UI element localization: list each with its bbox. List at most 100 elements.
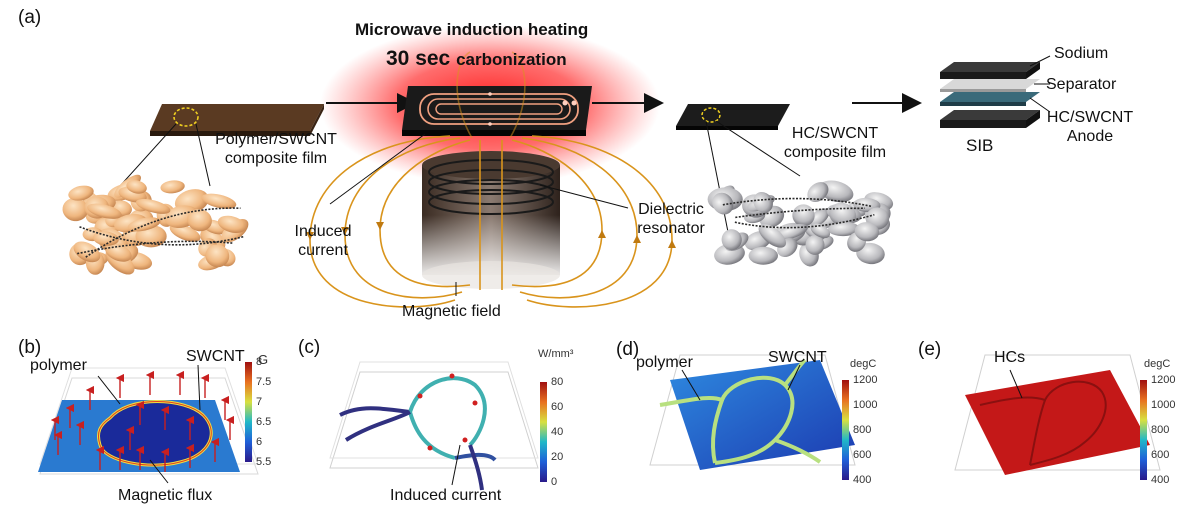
panel-b-tick: 7.5 (256, 376, 272, 388)
panel-b-graphic (38, 367, 259, 475)
sodium-label: Sodium (1054, 45, 1109, 62)
particle (126, 180, 147, 194)
panel-e-tick: 600 (1151, 449, 1170, 461)
panel-e-unit: degC (1144, 358, 1171, 370)
panel-c-tick: 40 (551, 426, 564, 438)
particle (721, 229, 742, 251)
panel-b-tick: 7 (256, 396, 263, 408)
particle (758, 223, 787, 248)
panel-c-current-label: Induced current (390, 487, 502, 504)
panel-b-tick: 6.5 (256, 416, 272, 428)
panel-b-flux-label: Magnetic flux (118, 487, 213, 504)
title-duration: 30 sec (386, 47, 451, 70)
swcnt-strand (722, 197, 873, 208)
particle (127, 217, 161, 232)
panel-e-tick: 1000 (1151, 399, 1176, 411)
particle (828, 221, 860, 237)
particle (775, 223, 808, 240)
colorbar-e (1140, 380, 1147, 480)
particle (854, 222, 880, 242)
swcnt-strand (85, 207, 241, 258)
anode-label-1: HC/SWCNT (1046, 109, 1134, 126)
particle (201, 193, 237, 209)
title-process: carbonization (456, 50, 567, 69)
panel-d-unit: degC (850, 358, 877, 370)
particle (160, 180, 185, 194)
panel-b-unit: G (258, 352, 269, 367)
panel-b-swcnt-label: SWCNT (186, 348, 245, 365)
panel-b-tick: 6 (256, 436, 263, 448)
swcnt-strand (77, 240, 234, 255)
particle (805, 235, 825, 255)
induced-current-label-2: current (298, 242, 348, 259)
panel-label-a: (a) (18, 7, 42, 28)
particle (217, 215, 246, 234)
hc-swcnt-film (676, 104, 790, 130)
panel-e-hcs-label: HCs (994, 349, 1026, 366)
panel-b-tick: 8 (256, 356, 263, 368)
panel-e-tick: 800 (1151, 424, 1170, 436)
polymer-swcnt-film (150, 104, 324, 136)
panel-d-tick: 800 (853, 424, 872, 436)
panel-c-tick: 60 (551, 401, 564, 413)
resonator-plate (402, 86, 592, 136)
particle (187, 209, 212, 232)
panel-label-b: (b) (18, 337, 42, 358)
panel-c-tick: 80 (551, 376, 564, 388)
dielectric-label-1: Dielectric (638, 201, 704, 218)
particle (856, 242, 885, 265)
swcnt-strand (735, 207, 865, 219)
magnetic-flux-arrows (50, 370, 235, 472)
particle (712, 192, 734, 215)
title-line-1: Microwave induction heating (355, 20, 589, 39)
title-line-2: 30 sec carbonization (386, 47, 567, 70)
particle (753, 191, 773, 213)
particle (810, 223, 831, 239)
panel-d-graphic (649, 354, 856, 470)
particle (62, 197, 89, 222)
particle (73, 241, 101, 263)
polymer-particles (62, 174, 249, 275)
separator-label: Separator (1046, 76, 1117, 93)
induced-current-label: Induced current (288, 222, 358, 260)
colorbar-b (245, 362, 252, 462)
particle (169, 223, 201, 242)
panel-e-tick: 400 (1151, 474, 1170, 486)
panel-d-tick: 1000 (853, 399, 878, 411)
panel-e-graphic (954, 354, 1161, 475)
colorbar-c (540, 382, 547, 482)
particle (205, 244, 230, 268)
panel-b-tick: 5.5 (256, 456, 272, 468)
particle (807, 182, 829, 203)
dielectric-resonator-label: Dielectric resonator (626, 200, 716, 238)
field-arrowheads (306, 222, 676, 248)
anode-label: HC/SWCNT Anode (1040, 108, 1140, 146)
anode-label-2: Anode (1066, 128, 1114, 145)
panel-c-tick: 0 (551, 476, 558, 488)
magnetic-field-label: Magnetic field (402, 303, 501, 320)
hc-film-label-1: HC/SWCNT (791, 125, 879, 142)
particle (748, 246, 778, 265)
panel-c-graphic (329, 361, 539, 491)
panel-d-tick: 600 (853, 449, 872, 461)
sib-stack (940, 62, 1040, 128)
particle (68, 185, 94, 201)
panel-label-c: (c) (298, 337, 321, 358)
hc-film-label: HC/SWCNT composite film (770, 124, 900, 162)
hc-particles (707, 180, 894, 267)
polymer-film-label-2: composite film (224, 150, 328, 167)
dielectric-resonator (422, 151, 560, 289)
particle (87, 203, 122, 219)
colorbar-d (842, 380, 849, 480)
panel-c-unit: W/mm³ (538, 348, 574, 360)
dielectric-label-2: resonator (637, 220, 705, 237)
polymer-film-label-1: Polymer/SWCNT (215, 131, 337, 148)
particle (105, 243, 132, 262)
particle (92, 231, 119, 246)
hc-film-label-2: composite film (783, 144, 887, 161)
induced-current-label-1: Induced (294, 223, 352, 240)
panel-e-tick: 1200 (1151, 374, 1176, 386)
polymer-film-label: Polymer/SWCNT composite film (206, 130, 346, 168)
